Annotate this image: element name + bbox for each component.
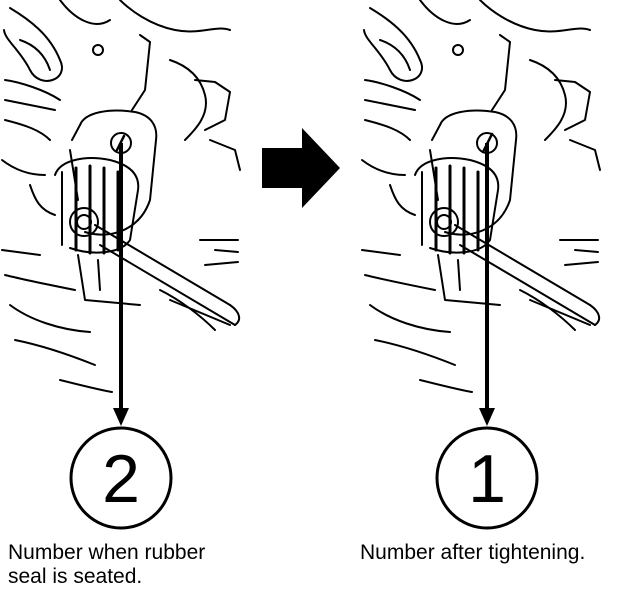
right-pointer-arrow (479, 143, 495, 426)
right-caption: Number after tightening. (360, 541, 586, 564)
right-circle-number: 1 (468, 441, 506, 517)
arrow-right-icon (262, 128, 340, 208)
right-panel-illustration (361, 0, 601, 393)
left-caption: Number when rubber seal is seated. (8, 541, 206, 588)
right-number-circle: 1 (435, 426, 539, 530)
left-circle-number: 2 (102, 441, 140, 517)
left-pointer-arrow (113, 143, 129, 426)
left-number-circle: 2 (69, 426, 173, 530)
